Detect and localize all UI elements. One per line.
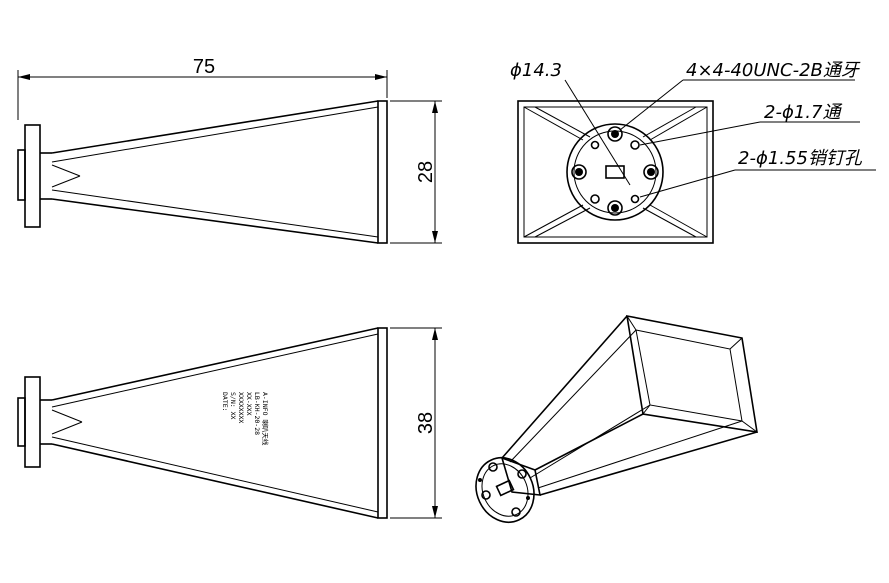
isometric-view: [475, 314, 758, 523]
front-view-aperture: [517, 100, 714, 244]
pin-hole: [630, 194, 640, 204]
callout-thread-holes: 4×4-40UNC-2B通牙: [686, 60, 861, 81]
front-view-flange: [566, 123, 664, 221]
dimension-height-top: 28: [415, 161, 437, 183]
svg-text:A-INFO 喇叭天线: A-INFO 喇叭天线: [261, 392, 270, 446]
side-view-aperture: [377, 327, 388, 519]
callout-pin-holes: 2-ϕ1.55销钉孔: [738, 148, 863, 169]
top-view-flange: [24, 124, 41, 228]
side-view-waveguide-stub: [17, 397, 26, 447]
side-view-flange: [24, 376, 41, 468]
svg-text:DATE:: DATE:: [221, 392, 229, 412]
dimension-height-side: 38: [415, 412, 437, 434]
dimension-length: 75: [193, 56, 215, 78]
svg-text:XX-XXX: XX-XXX: [245, 392, 253, 416]
callout-diameter: ϕ14.3: [510, 60, 562, 81]
through-hole: [630, 140, 640, 150]
callout-through-holes: 2-ϕ1.7通: [764, 102, 842, 123]
waveguide-opening: [605, 165, 625, 179]
svg-text:S/N: XX: S/N: XX: [229, 392, 237, 419]
front-view: ϕ14.3 4×4-40UNC-2B通牙 2-ϕ1.7通 2-ϕ1.55销钉孔: [510, 60, 876, 244]
through-hole: [590, 194, 600, 204]
nameplate: A-INFO 喇叭天线 LB-KH-20-28 XX-XXX XXXXXXXX …: [221, 392, 270, 446]
thread-holes: [571, 126, 659, 216]
side-view: A-INFO 喇叭天线 LB-KH-20-28 XX-XXX XXXXXXXX …: [17, 327, 442, 519]
svg-text:XXXXXXXX: XXXXXXXX: [237, 392, 245, 423]
top-view-waveguide-stub: [17, 149, 26, 201]
iso-aperture-outer: [626, 314, 758, 433]
top-view: 75 28: [17, 56, 442, 244]
top-view-aperture: [377, 100, 388, 244]
pin-hole: [590, 140, 600, 150]
svg-text:LB-KH-20-28: LB-KH-20-28: [253, 392, 261, 435]
iso-flange: [475, 457, 535, 523]
